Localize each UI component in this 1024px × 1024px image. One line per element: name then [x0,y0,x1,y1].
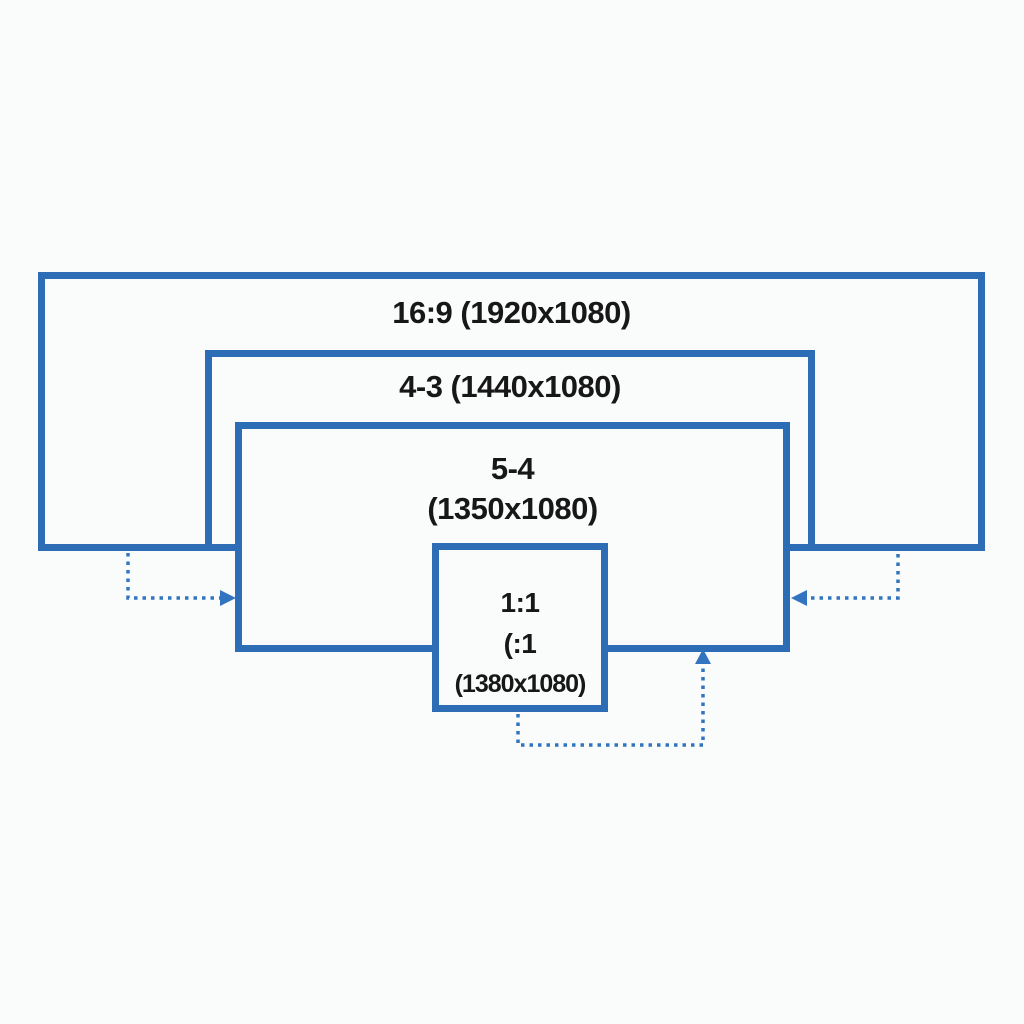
box-5-4-label-line1: 5-4 [490,451,535,486]
left-arrowhead-icon [220,590,236,606]
box-5-4-label-line2: (1350x1080) [427,491,598,526]
box-1-1-label-line3: (1380x1080) [454,670,587,698]
right-arrowhead-icon [791,590,807,606]
box-1-1: 1:1 (:1 (1380x1080) [432,543,608,712]
box-1-1-label-line1: 1:1 [500,587,540,618]
left-dashed-arrow [126,553,220,600]
right-dashed-arrow [807,554,900,600]
box-5-4-label: 5-4 (1350x1080) [242,449,783,529]
box-4-3-label: 4-3 (1440x1080) [399,369,621,404]
box-16-9-label: 16:9 (1920x1080) [392,295,631,330]
box-1-1-label: 1:1 (:1 (1380x1080) [439,582,601,705]
box-1-1-label-line2: (:1 [503,628,537,659]
